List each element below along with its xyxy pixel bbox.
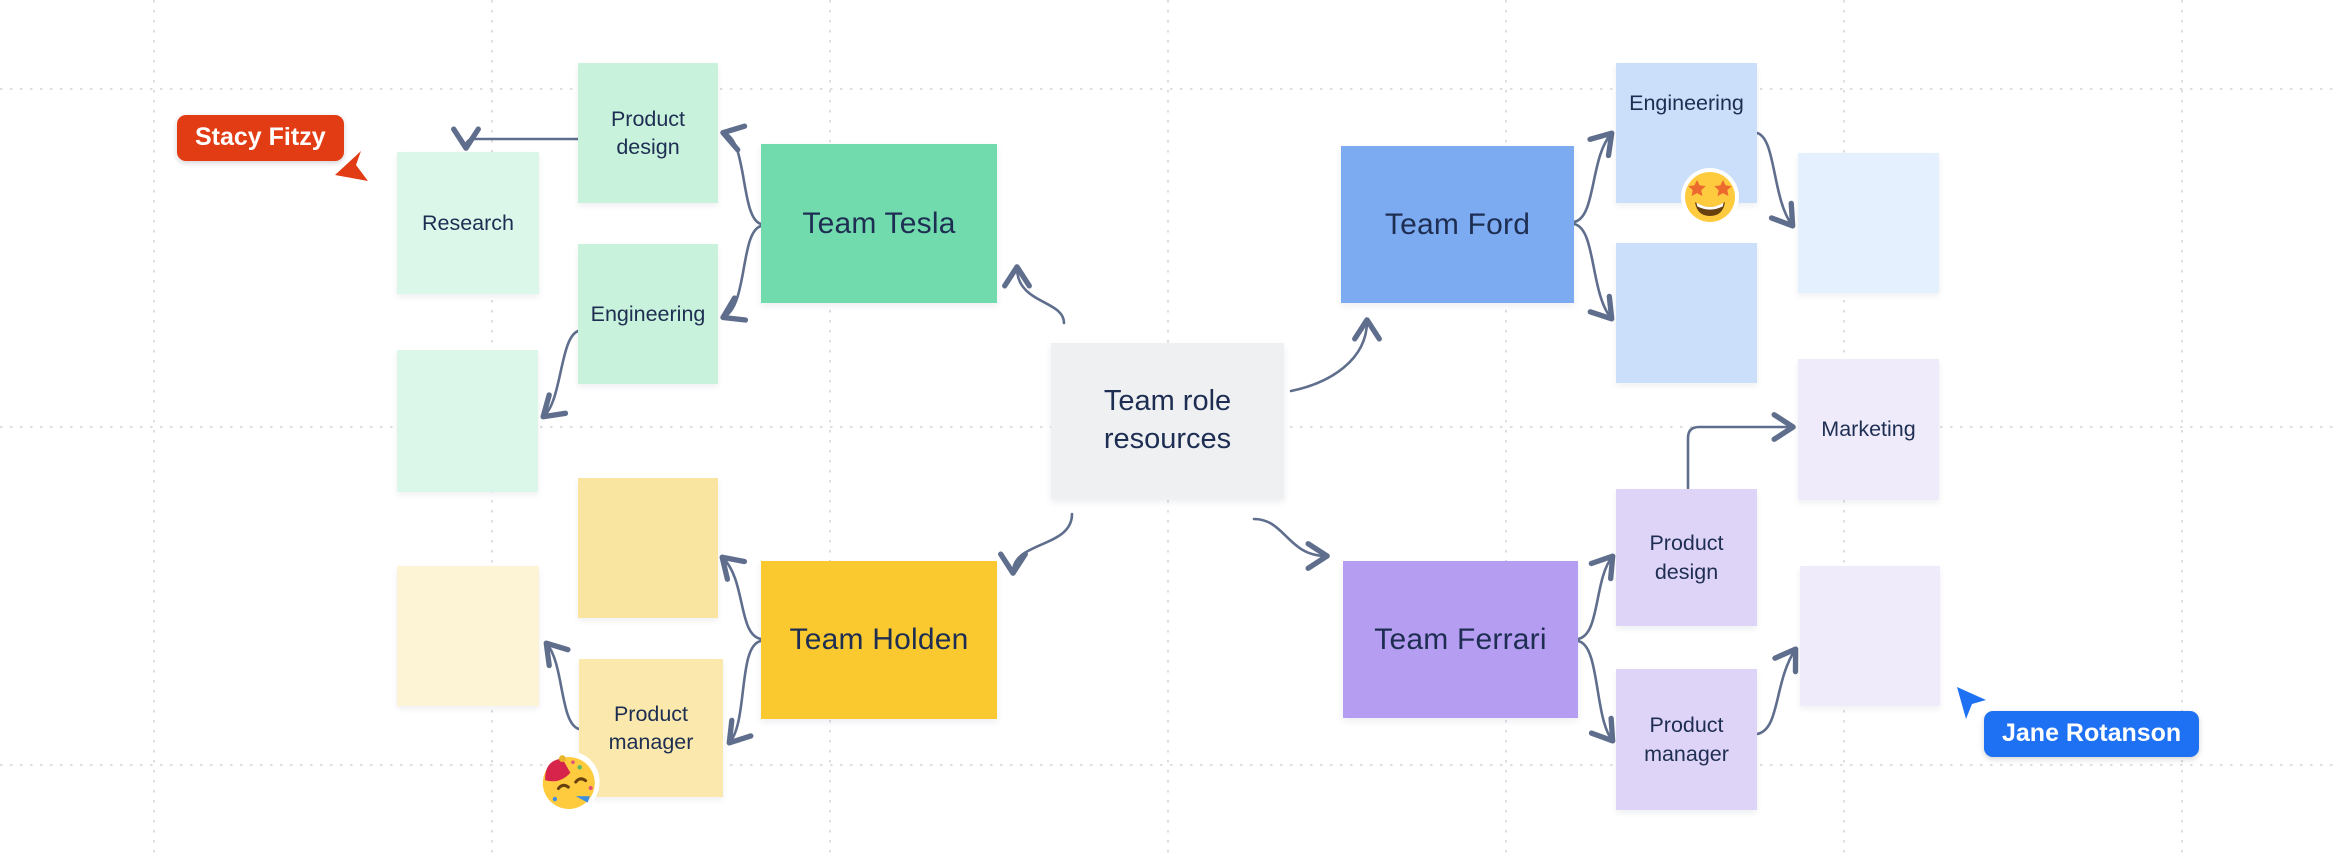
sticky-note-ford-empty-light[interactable] bbox=[1798, 153, 1939, 293]
center-node-team-role-resources[interactable]: Team role resources bbox=[1051, 343, 1284, 499]
star-struck-emoji-sticker[interactable] bbox=[1679, 166, 1741, 233]
team-node-tesla[interactable]: Team Tesla bbox=[761, 144, 997, 303]
connector-holden-empty-yellow[interactable] bbox=[719, 554, 763, 641]
center-label: Team role resources bbox=[1103, 385, 1232, 455]
sticky-note-tesla-product-design[interactable]: Product design bbox=[578, 63, 718, 203]
connector-ferrari-product-design[interactable] bbox=[1576, 553, 1616, 641]
sticky-note-ferrari-product-design[interactable]: Product design bbox=[1616, 489, 1757, 626]
connector-center-ford[interactable] bbox=[1289, 317, 1382, 393]
cursor-jane: Jane Rotanson bbox=[1984, 711, 2200, 757]
sticky-note-ferrari-marketing[interactable]: Marketing bbox=[1798, 359, 1939, 500]
sticky-note-ferrari-empty[interactable] bbox=[1800, 566, 1940, 706]
sticky-label: Product manager bbox=[608, 701, 694, 754]
connector-ferrari-product-manager[interactable] bbox=[1576, 639, 1616, 744]
grid-line bbox=[2181, 0, 2183, 860]
team-node-ferrari[interactable]: Team Ferrari bbox=[1343, 561, 1578, 718]
partying-face-icon bbox=[537, 751, 600, 814]
sticky-note-holden-empty[interactable] bbox=[578, 478, 718, 618]
sticky-label: Product design bbox=[1649, 531, 1724, 584]
connector-tesla-product-design[interactable] bbox=[720, 123, 763, 226]
connector-holden-product-manager[interactable] bbox=[726, 639, 763, 746]
connector-product-design-marketing[interactable] bbox=[1686, 412, 1796, 490]
connector-center-tesla[interactable] bbox=[1002, 264, 1066, 325]
sticky-label: Product design bbox=[610, 106, 686, 159]
sticky-note-ferrari-product-manager[interactable]: Product manager bbox=[1616, 669, 1757, 810]
connector-center-ferrari[interactable] bbox=[1252, 517, 1330, 571]
sticky-label: Engineering bbox=[1629, 91, 1744, 115]
sticky-label: Research bbox=[421, 210, 514, 235]
grid-line bbox=[153, 0, 155, 860]
team-label: Team Ferrari bbox=[1374, 622, 1547, 656]
cursor-stacy: Stacy Fitzy bbox=[177, 115, 344, 161]
grid-line bbox=[0, 764, 2336, 766]
sticky-note-tesla-engineering[interactable]: Engineering bbox=[578, 244, 718, 384]
sticky-label: Product manager bbox=[1644, 713, 1729, 766]
team-node-ford[interactable]: Team Ford bbox=[1341, 146, 1574, 303]
cursor-pointer-jane-icon bbox=[1957, 687, 1986, 719]
sticky-note-tesla-research[interactable]: Research bbox=[397, 152, 539, 294]
connector-center-holden[interactable] bbox=[998, 512, 1074, 576]
sticky-note-tesla-empty[interactable] bbox=[397, 350, 538, 492]
sticky-label: Marketing bbox=[1821, 417, 1916, 442]
team-label: Team Holden bbox=[789, 623, 969, 656]
sticky-note-holden-empty-pale[interactable] bbox=[397, 566, 539, 706]
grid-line bbox=[0, 88, 2336, 90]
connector-engineering-empty-mint[interactable] bbox=[540, 329, 580, 420]
grid-line bbox=[829, 0, 831, 860]
sticky-note-ford-engineering[interactable]: Engineering bbox=[1616, 63, 1757, 203]
connector-engineering-empty-lightblue[interactable] bbox=[1755, 131, 1796, 229]
star-struck-icon bbox=[1681, 168, 1739, 226]
connector-tesla-engineering[interactable] bbox=[720, 224, 763, 323]
team-label: Team Ford bbox=[1384, 207, 1531, 241]
cursor-name-label: Stacy Fitzy bbox=[195, 123, 326, 151]
connector-ford-engineering[interactable] bbox=[1572, 130, 1615, 224]
sticky-note-ford-empty[interactable] bbox=[1616, 243, 1757, 383]
cursor-pointer-stacy-icon bbox=[335, 151, 368, 181]
connector-product-manager-empty-lav[interactable] bbox=[1755, 646, 1799, 736]
partying-face-emoji-sticker[interactable] bbox=[531, 745, 606, 824]
connector-ford-empty-blue[interactable] bbox=[1572, 222, 1615, 322]
team-label: Team Tesla bbox=[802, 206, 956, 240]
connector-product-manager-empty-pale[interactable] bbox=[543, 640, 581, 731]
grid-line bbox=[1505, 0, 1507, 860]
sticky-note-holden-product-manager[interactable]: Product manager bbox=[579, 659, 723, 797]
sticky-label: Engineering bbox=[590, 301, 706, 326]
cursor-name-label: Jane Rotanson bbox=[2002, 719, 2182, 747]
connector-product-design-research[interactable] bbox=[451, 126, 580, 151]
team-node-holden[interactable]: Team Holden bbox=[761, 561, 997, 719]
